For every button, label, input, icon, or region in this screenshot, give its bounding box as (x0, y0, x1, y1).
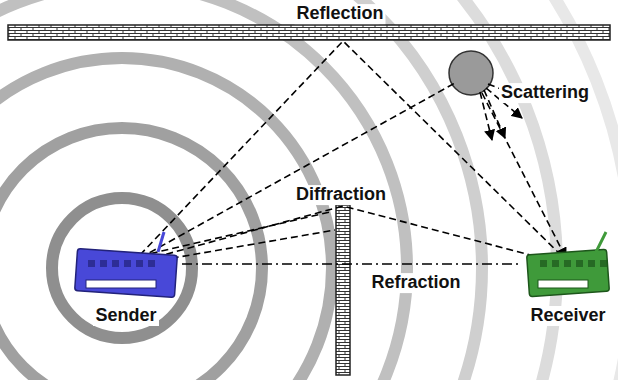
wave-front (52, 198, 192, 338)
radio-device: Receiver (522, 230, 614, 326)
phenomenon-label: Scattering (499, 83, 591, 103)
radio-device: Sender (70, 230, 182, 326)
reflection-wall (8, 25, 610, 40)
wave-front (0, 58, 332, 380)
wave-front (0, 0, 482, 380)
device-label: Sender (93, 306, 158, 326)
phenomenon-label: Reflection (294, 4, 385, 24)
wave-front (0, 0, 557, 380)
phenomenon-label: Refraction (369, 273, 462, 293)
phenomenon-label: Diffraction (294, 185, 388, 205)
device-board (522, 230, 614, 300)
ray-paths (140, 41, 568, 264)
device-board (70, 230, 182, 300)
wave-front (0, 0, 407, 380)
direct-path (182, 263, 522, 265)
diffraction-wall (336, 205, 350, 375)
device-label: Receiver (528, 306, 607, 326)
wave-front (0, 128, 262, 380)
